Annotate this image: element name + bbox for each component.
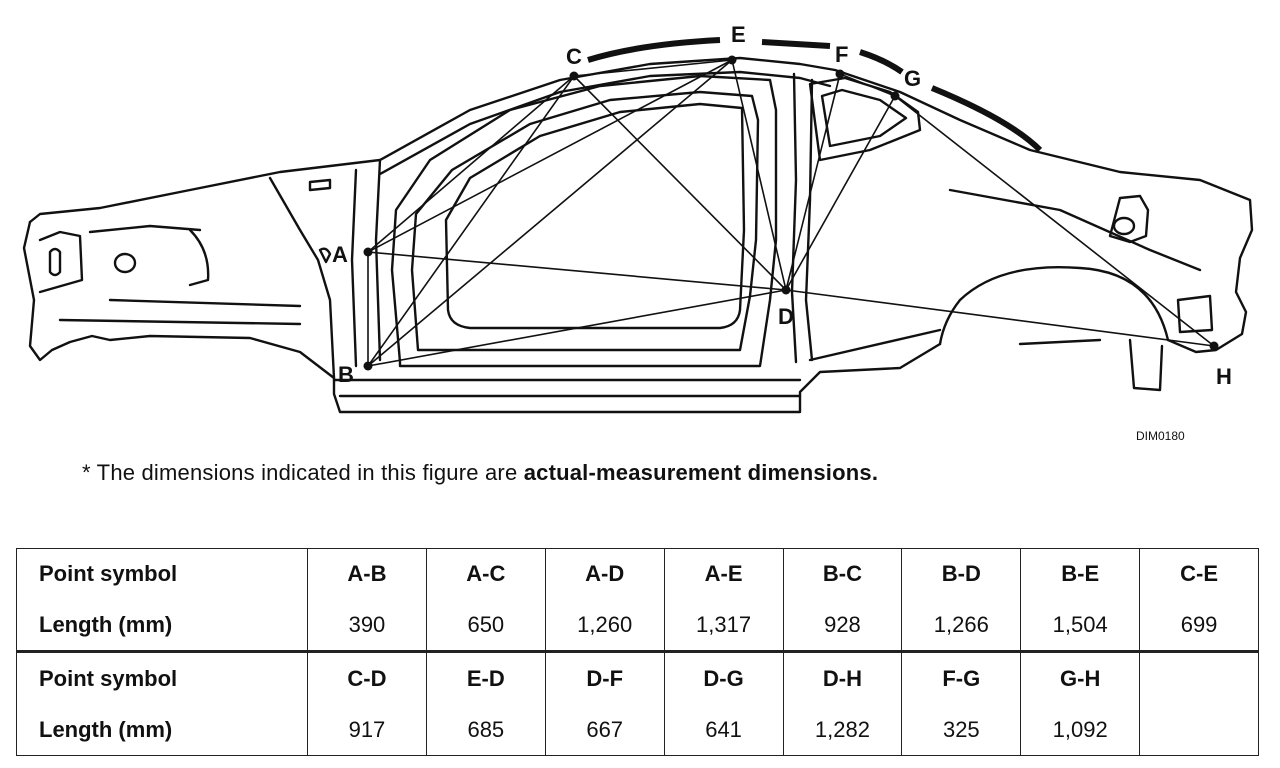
measure-line-c-d — [573, 75, 787, 291]
point-label-h: H — [1216, 364, 1232, 389]
symbol-cell: B-D — [901, 547, 1022, 600]
length-cell: 641 — [663, 704, 784, 757]
symbol-cell: B-E — [1020, 547, 1141, 600]
point-label-b: B — [338, 362, 354, 387]
measure-line-d-h — [785, 289, 1215, 347]
measure-line-a-d — [367, 251, 787, 291]
length-cell: 390 — [307, 599, 427, 653]
measure-line-d-g — [785, 95, 896, 291]
point-label-a: A — [332, 242, 348, 267]
point-symbol-header: Point symbol — [16, 650, 308, 705]
table-row: Point symbol C-D E-D D-F D-G D-H F-G G-H — [16, 650, 1259, 705]
symbol-cell: A-B — [307, 547, 427, 600]
point-label-e: E — [731, 22, 746, 47]
measure-line-f-g — [839, 73, 896, 97]
symbol-cell: A-E — [663, 547, 784, 600]
measure-point-b — [363, 361, 373, 371]
symbol-cell: D-H — [782, 650, 903, 705]
point-label-c: C — [566, 44, 582, 69]
measure-line-d-f — [785, 73, 841, 291]
measure-point-e — [727, 55, 737, 65]
length-cell: 1,317 — [663, 599, 784, 653]
symbol-cell: B-C — [782, 547, 903, 600]
symbol-cell: A-C — [425, 547, 546, 600]
table-row: Point symbol A-B A-C A-D A-E B-C B-D B-E… — [16, 547, 1259, 600]
measure-line-g-h — [894, 95, 1215, 347]
measurement-lines — [367, 59, 1215, 367]
point-label-d: D — [778, 304, 794, 329]
symbol-cell: A-D — [544, 547, 665, 600]
length-cell: 928 — [782, 599, 903, 653]
measure-line-b-e — [367, 59, 733, 367]
car-body-outline — [22, 56, 1254, 414]
measure-point-f — [835, 69, 845, 79]
measure-point-h — [1209, 341, 1219, 351]
length-cell: 699 — [1139, 599, 1259, 653]
symbol-cell: D-F — [544, 650, 665, 705]
empty-cell — [1139, 650, 1259, 705]
empty-cell — [1139, 704, 1259, 757]
length-cell: 1,260 — [544, 599, 665, 653]
measure-point-c — [569, 71, 579, 81]
table-row: Length (mm) 390 650 1,260 1,317 928 1,26… — [16, 599, 1259, 653]
symbol-cell: F-G — [901, 650, 1022, 705]
measure-line-e-d — [731, 59, 787, 291]
measure-line-a-e — [367, 59, 733, 253]
symbol-cell: E-D — [425, 650, 546, 705]
point-label-g: G — [904, 66, 921, 91]
length-cell: 1,266 — [901, 599, 1022, 653]
measure-line-c-e — [573, 59, 733, 77]
length-cell: 917 — [307, 704, 427, 757]
roof-dimension-arc — [587, 37, 1043, 153]
measure-point-a — [363, 247, 373, 257]
length-header: Length (mm) — [16, 704, 308, 757]
measure-line-b-c — [367, 75, 575, 367]
measurement-points — [363, 55, 1219, 371]
symbol-cell: C-E — [1139, 547, 1259, 600]
note-text: * The dimensions indicated in this figur… — [82, 460, 524, 485]
length-cell: 1,504 — [1020, 599, 1141, 653]
symbol-cell: D-G — [663, 650, 784, 705]
measure-line-b-d — [367, 289, 787, 367]
length-cell: 325 — [901, 704, 1022, 757]
length-cell: 667 — [544, 704, 665, 757]
measurement-note: * The dimensions indicated in this figur… — [82, 460, 878, 486]
figure-code: DIM0180 — [1136, 429, 1185, 443]
dimensions-table: Point symbol A-B A-C A-D A-E B-C B-D B-E… — [16, 547, 1259, 757]
point-symbol-header: Point symbol — [16, 547, 308, 600]
point-label-f: F — [835, 42, 848, 67]
measure-line-a-c — [367, 75, 575, 253]
length-cell: 685 — [425, 704, 546, 757]
table-row: Length (mm) 917 685 667 641 1,282 325 1,… — [16, 704, 1259, 757]
note-emphasis: actual-measurement dimensions. — [523, 460, 879, 485]
length-cell: 650 — [425, 599, 546, 653]
car-body-side-diagram: A B C D E F G H DIM0180 — [22, 22, 1254, 443]
length-cell: 1,282 — [782, 704, 903, 757]
length-header: Length (mm) — [16, 599, 308, 653]
measure-point-d — [781, 285, 791, 295]
length-cell: 1,092 — [1020, 704, 1141, 757]
measure-point-g — [890, 91, 900, 101]
symbol-cell: G-H — [1020, 650, 1141, 705]
symbol-cell: C-D — [307, 650, 427, 705]
